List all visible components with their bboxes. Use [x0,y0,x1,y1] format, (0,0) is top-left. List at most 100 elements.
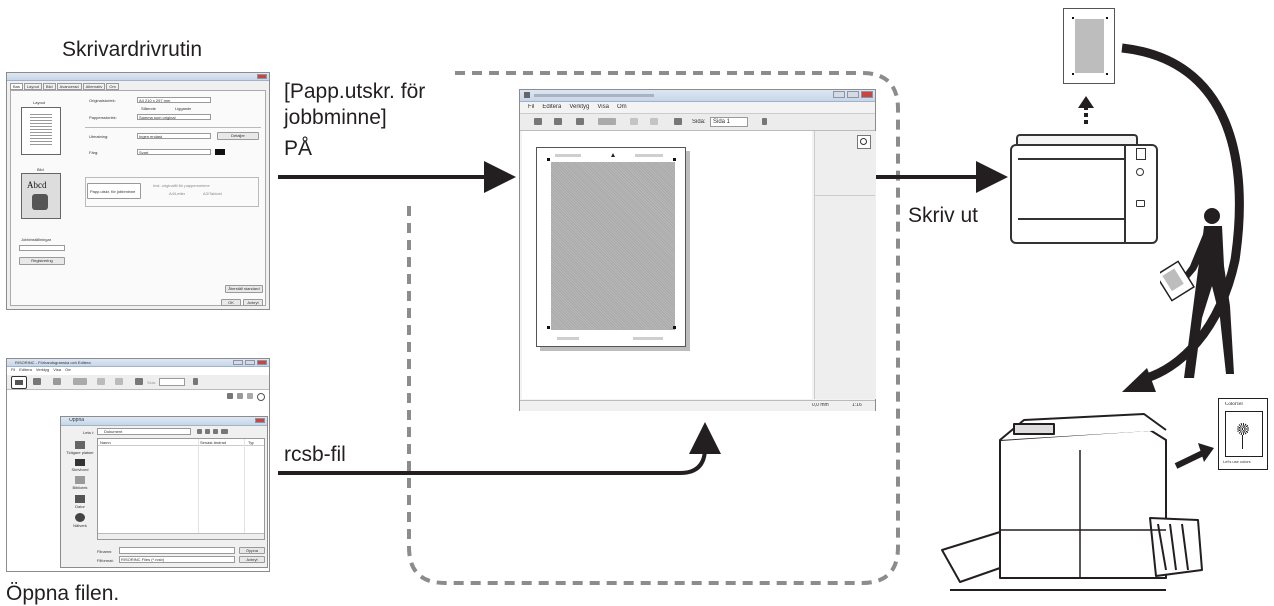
image-preview: Abcd [21,173,61,219]
editor-small-maximize[interactable] [245,360,255,365]
orientation-portrait[interactable]: Stående [141,106,156,111]
cancel-button[interactable]: Avbryt [243,299,263,306]
printer-driver-window: Bas Layout Bild Avancerad Alternativ Om … [6,72,270,310]
select-tool-icon[interactable] [237,393,243,399]
page-label-small: Sida: [147,380,157,385]
menu-om-large[interactable]: Om [616,104,627,110]
proof-option-a3[interactable]: A3/Tabloid [203,191,222,196]
col-name[interactable]: Namn [100,440,111,445]
output-select[interactable]: Ingen endast [137,133,211,139]
menu-om[interactable]: Om [64,367,72,372]
place-desktop[interactable]: Skrivbord [71,467,89,472]
menu-visa[interactable]: Visa [53,367,61,372]
filename-input[interactable] [119,547,235,554]
tab-alternativ[interactable]: Alternativ [82,83,106,90]
network-icon[interactable] [75,513,85,522]
poster-flower-frame [1225,411,1263,457]
preview-maximize-button[interactable] [847,91,859,98]
proof-option-a4[interactable]: A4/Letter [169,191,186,196]
menu-editera[interactable]: Editera [19,367,32,372]
blurred-title [534,94,654,97]
tab-bas[interactable]: Bas [10,83,23,90]
original-size-select[interactable]: A4 210 x 297 mm [137,97,211,103]
tab-layout[interactable]: Layout [23,83,42,90]
layout-icon-large[interactable] [598,118,616,125]
driver-close-button[interactable] [257,74,267,79]
page-footer-blur-right [633,337,663,340]
new-folder-icon[interactable] [213,429,218,434]
desktop-icon[interactable] [75,459,85,466]
look-in-select[interactable]: Dokument [97,428,191,435]
pin-icon-large[interactable] [762,118,767,125]
print-icon-large[interactable] [576,118,584,125]
preview-minimize-button[interactable] [833,91,845,98]
editor-small-minimize[interactable] [233,360,243,365]
undo-icon[interactable] [97,378,105,385]
editor-small-close[interactable] [257,360,267,365]
print-icon[interactable] [53,378,61,385]
person-walking-illustration [1160,208,1234,378]
eraser-icon-large[interactable] [674,118,682,125]
original-size-label: Originalstorlek: [89,98,116,103]
menu-visa-large[interactable]: Visa [597,104,609,110]
place-computer[interactable]: Dator [75,504,85,509]
col-type[interactable]: Typ [248,440,255,445]
back-icon[interactable] [197,429,202,434]
layout-icon[interactable] [73,378,87,385]
open-icon-large[interactable] [534,118,542,125]
proof-checkbox-button[interactable]: Papp.utskr. för jobbminne [87,183,141,199]
menu-editera-large[interactable]: Editera [542,104,562,110]
menu-verktyg[interactable]: Verktyg [35,367,50,372]
pin-icon[interactable] [193,378,198,385]
restore-default-button[interactable]: Återställ standard [225,285,263,293]
horizontal-scrollbar[interactable] [98,533,264,539]
zoom-magnifier-icon[interactable] [857,135,871,149]
open-dialog-close[interactable] [255,418,265,423]
tab-bild[interactable]: Bild [42,83,56,90]
place-network[interactable]: Nätverk [73,523,87,528]
redo-icon[interactable] [115,378,123,385]
save-icon-large[interactable] [554,118,562,125]
status-bar: 0,0 mm 1:16 [520,400,875,411]
ok-button[interactable]: OK [221,299,241,306]
corner-mark-bl [547,326,550,329]
view-menu-icon[interactable] [221,429,228,434]
place-library[interactable]: Bibliotek [72,485,88,490]
preview-canvas[interactable] [522,131,812,399]
preview-menubar: Fil Editera Verktyg Visa Om [528,104,627,111]
undo-icon-large[interactable] [630,118,638,125]
image-section-label: Bild [37,167,44,172]
open-button[interactable]: Öppna [239,547,265,554]
menu-fil[interactable]: Fil [11,367,16,372]
library-icon[interactable] [75,476,85,484]
register-button[interactable]: Registrering [19,257,65,265]
dialog-cancel-button[interactable]: Avbryt [239,556,265,563]
lasso-tool-icon[interactable] [247,393,253,399]
tab-avancerad[interactable]: Avancerad [56,83,82,90]
computer-icon[interactable] [75,495,85,503]
save-icon[interactable] [33,378,41,385]
eraser-icon[interactable] [135,378,143,385]
menu-verktyg-large[interactable]: Verktyg [569,104,590,110]
tab-om[interactable]: Om [106,83,119,90]
redo-icon-large[interactable] [650,118,658,125]
page-select-small[interactable] [159,378,185,386]
preview-editor-window: Fil Editera Verktyg Visa Om Sida: Sida 1 [519,89,876,411]
paper-size-select[interactable]: Samma som original [137,114,211,120]
col-modified[interactable]: Senast ändrad [200,440,227,445]
details-button[interactable]: Detaljer [217,132,259,140]
orientation-landscape[interactable]: Liggande [175,106,192,111]
up-folder-icon[interactable] [205,429,210,434]
job-settings-select[interactable] [19,245,65,251]
zoom-tool-icon[interactable] [257,393,265,401]
filetype-select[interactable]: RISORINC Files (*.rcsb) [119,556,235,563]
recent-places-icon[interactable] [75,441,85,449]
menu-fil-large[interactable]: Fil [528,104,535,110]
preview-close-button[interactable] [861,91,873,98]
place-recent[interactable]: Tidigare platser [66,450,94,455]
open-folder-icon[interactable] [11,376,27,389]
color-select[interactable]: Svart [137,149,211,155]
pointer-tool-icon[interactable] [227,393,233,399]
file-list[interactable]: Namn Senast ändrad Typ [97,438,265,540]
page-select-large[interactable]: Sida 1 [710,117,748,127]
